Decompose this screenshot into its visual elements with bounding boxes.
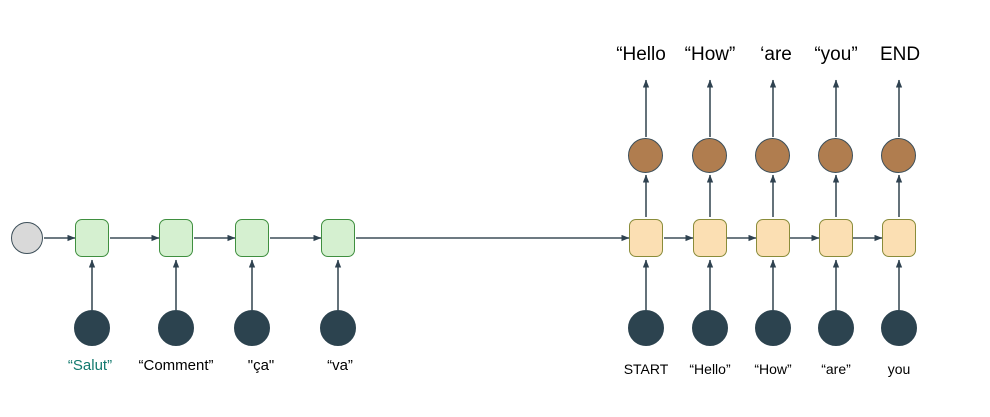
decoder-cell-1[interactable]: [629, 219, 663, 257]
decoder-cell-2[interactable]: [693, 219, 727, 257]
encoder-input-node-4: [320, 310, 356, 346]
encoder-input-label-1: “Salut”: [67, 357, 113, 374]
decoder-input-label-5: you: [887, 361, 911, 377]
encoder-cell-2[interactable]: [159, 219, 193, 257]
encoder-input-label-4: “va”: [327, 357, 353, 374]
encoder-input-node-2: [158, 310, 194, 346]
decoder-output-label-4: “you”: [814, 44, 858, 65]
decoder-input-label-1: START: [623, 361, 669, 377]
encoder-cell-3[interactable]: [235, 219, 269, 257]
decoder-output-label-1: “Hello: [616, 44, 666, 65]
decoder-output-node-2: [692, 138, 727, 173]
encoder-input-node-1: [74, 310, 110, 346]
encoder-cell-1[interactable]: [75, 219, 109, 257]
decoder-output-label-3: ‘are: [760, 44, 792, 65]
decoder-cell-5[interactable]: [882, 219, 916, 257]
decoder-output-label-2: “How”: [684, 44, 736, 65]
decoder-input-node-2: [692, 310, 728, 346]
encoder-input-node-3: [234, 310, 270, 346]
encoder-input-label-3: "ça": [247, 357, 275, 374]
decoder-cell-3[interactable]: [756, 219, 790, 257]
decoder-output-node-4: [818, 138, 853, 173]
decoder-input-node-3: [755, 310, 791, 346]
encoder-input-label-2: “Comment”: [138, 357, 214, 374]
decoder-output-node-3: [755, 138, 790, 173]
decoder-input-node-4: [818, 310, 854, 346]
decoder-output-node-5: [881, 138, 916, 173]
decoder-output-label-5: END: [879, 44, 921, 65]
decoder-input-label-4: “are”: [821, 361, 851, 377]
initial-hidden-state-node: [11, 222, 43, 254]
decoder-input-label-3: “How”: [754, 361, 792, 377]
decoder-input-node-5: [881, 310, 917, 346]
decoder-output-node-1: [628, 138, 663, 173]
decoder-cell-4[interactable]: [819, 219, 853, 257]
encoder-cell-4[interactable]: [321, 219, 355, 257]
decoder-input-label-2: “Hello”: [689, 361, 731, 377]
decoder-input-node-1: [628, 310, 664, 346]
